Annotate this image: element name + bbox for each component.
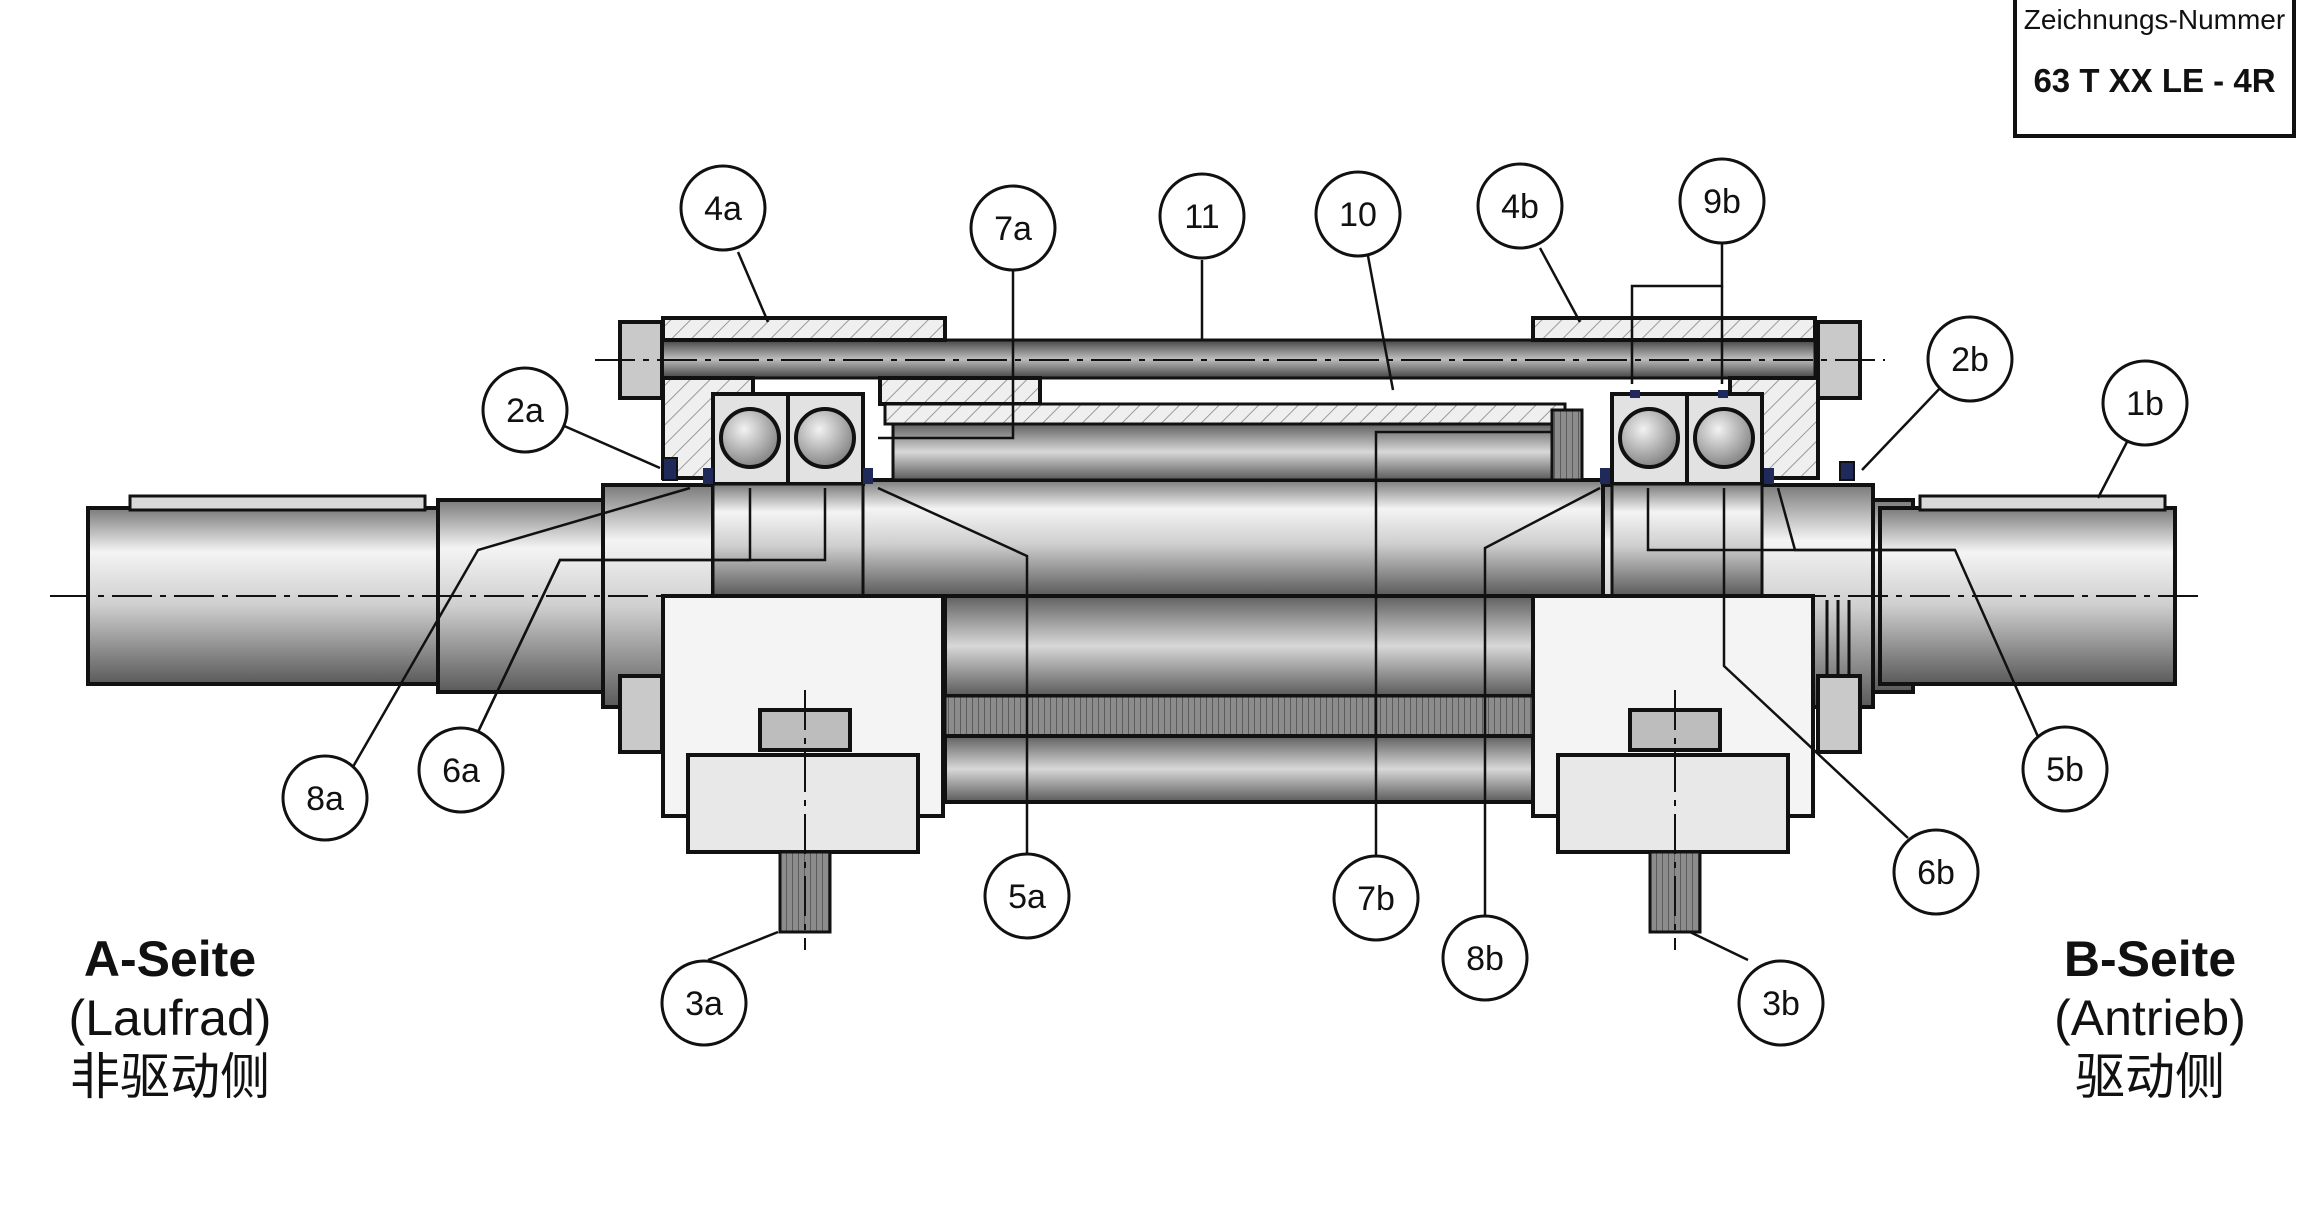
callout-6b: 6b xyxy=(1892,828,1980,916)
callout-5a: 5a xyxy=(983,852,1071,940)
callout-10: 10 xyxy=(1314,170,1402,258)
bearing-b xyxy=(1600,390,1855,598)
callouts: 4a 7a 11 10 4b 9b 2a 2b 1b 8a 6a 5a 3a 7… xyxy=(281,157,2189,1047)
side-b-subtitle: (Antrieb) xyxy=(2054,990,2246,1046)
seal-ring-b xyxy=(1550,408,1584,482)
svg-text:8a: 8a xyxy=(306,780,344,818)
center-lines xyxy=(50,359,2205,950)
callout-7a: 7a xyxy=(969,184,1057,272)
side-a-title: A-Seite xyxy=(83,931,257,987)
callout-5b: 5b xyxy=(2021,725,2109,813)
callout-4a: 4a xyxy=(679,164,767,252)
svg-text:2a: 2a xyxy=(506,392,544,430)
svg-text:6a: 6a xyxy=(442,752,480,790)
svg-text:4b: 4b xyxy=(1501,188,1539,226)
side-b-chinese: 驱动侧 xyxy=(2075,1048,2225,1106)
svg-text:10: 10 xyxy=(1339,196,1377,234)
drawing-number-label: Zeichnungs-Nummer xyxy=(2023,4,2286,35)
side-a-chinese: 非驱动侧 xyxy=(70,1048,270,1106)
svg-text:7b: 7b xyxy=(1357,880,1395,918)
bearing-a xyxy=(662,392,873,598)
callout-11: 11 xyxy=(1158,172,1246,260)
callout-4b: 4b xyxy=(1476,162,1564,250)
callout-6a: 6a xyxy=(417,726,505,814)
side-a-subtitle: (Laufrad) xyxy=(68,990,272,1046)
leader-lines xyxy=(348,243,2130,962)
callout-9b: 9b xyxy=(1678,157,1766,245)
side-b-title: B-Seite xyxy=(2063,931,2237,987)
svg-text:3a: 3a xyxy=(685,985,723,1023)
svg-text:8b: 8b xyxy=(1466,940,1504,978)
callout-7b: 7b xyxy=(1332,854,1420,942)
svg-text:5b: 5b xyxy=(2046,751,2084,789)
svg-text:4a: 4a xyxy=(704,190,742,228)
svg-text:7a: 7a xyxy=(994,210,1032,248)
svg-text:2b: 2b xyxy=(1951,341,1989,379)
side-a-label: A-Seite (Laufrad) 非驱动侧 xyxy=(30,930,310,1107)
svg-text:5a: 5a xyxy=(1008,878,1046,916)
svg-text:9b: 9b xyxy=(1703,183,1741,221)
callout-2a: 2a xyxy=(481,366,569,454)
callout-3b: 3b xyxy=(1737,959,1825,1047)
svg-text:6b: 6b xyxy=(1917,854,1955,892)
side-b-label: B-Seite (Antrieb) 驱动侧 xyxy=(2010,930,2290,1107)
svg-text:1b: 1b xyxy=(2126,385,2164,423)
callout-8b: 8b xyxy=(1441,914,1529,1002)
svg-text:11: 11 xyxy=(1184,198,1219,236)
svg-text:3b: 3b xyxy=(1762,985,1800,1023)
drawing-number-value: 63 T XX LE - 4R xyxy=(2033,62,2276,99)
title-block: Zeichnungs-Nummer 63 T XX LE - 4R xyxy=(2013,0,2296,138)
callout-1b: 1b xyxy=(2101,359,2189,447)
callout-8a: 8a xyxy=(281,754,369,842)
callout-2b: 2b xyxy=(1926,315,2014,403)
callout-3a: 3a xyxy=(660,959,748,1047)
